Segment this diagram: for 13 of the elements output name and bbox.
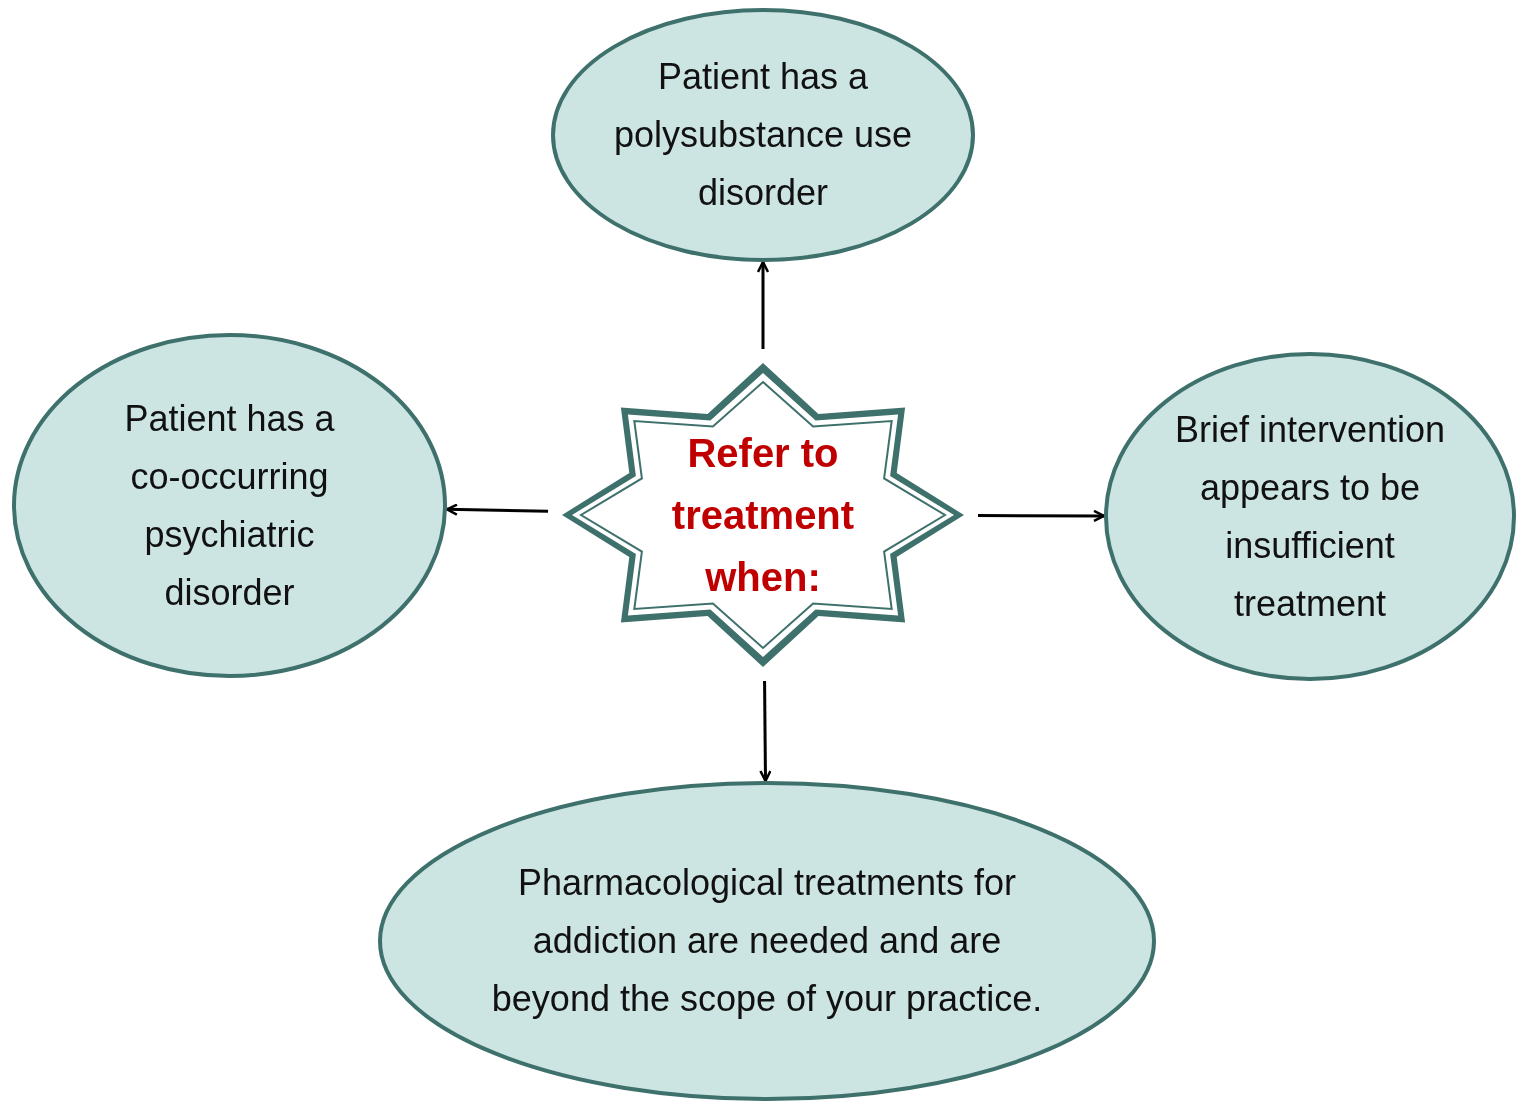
node-label: Brief intervention appears to be insufficient treatment [1173, 407, 1447, 626]
arrow [445, 503, 549, 516]
ellipse-node [551, 8, 975, 262]
ellipse-node [12, 333, 447, 678]
arrow [978, 509, 1106, 523]
node-label: Refer to treatment when: [670, 430, 856, 601]
ellipse-node [378, 781, 1156, 1101]
node-label: Patient has a polysubstance use disorder [613, 55, 913, 215]
arrow [756, 260, 770, 349]
arrow [759, 681, 772, 783]
ellipse-node [1104, 352, 1516, 681]
node-label: Pharmacological treatments for addiction are needed and are beyond the scope of your practice. [490, 861, 1044, 1021]
node-label: Patient has a co-occurring psychiatric disorder [123, 396, 336, 615]
